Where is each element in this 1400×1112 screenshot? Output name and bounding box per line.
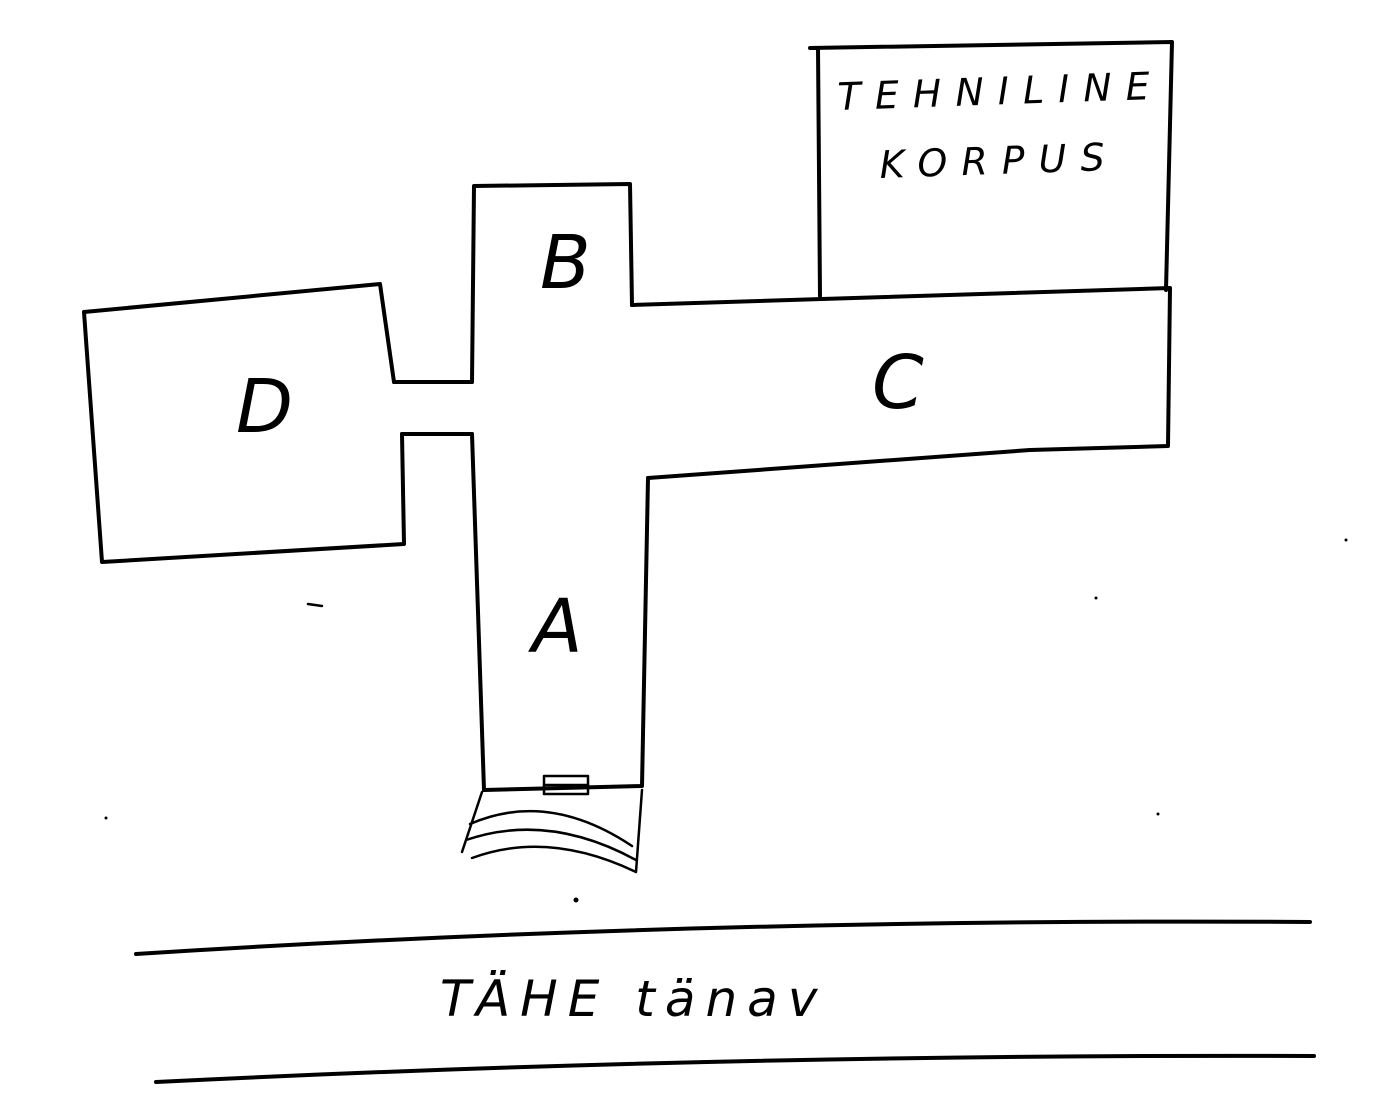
wing-c-label: C <box>872 340 924 426</box>
stray-dot <box>104 816 108 820</box>
stray-dot <box>573 897 579 903</box>
wing-b-outline <box>470 182 634 384</box>
wing-a-label: A <box>528 584 583 670</box>
technical-building-label-line1: TEHNILINE <box>837 64 1165 119</box>
wing-d-label: D <box>236 364 293 450</box>
stray-dot <box>1156 812 1160 816</box>
stray-mark <box>306 602 324 608</box>
street-label: TÄHE tänav <box>440 970 827 1028</box>
wing-a-outline <box>470 432 650 792</box>
wing-c-outline <box>630 286 1172 480</box>
wing-d-outline <box>82 282 406 564</box>
wing-b-label: B <box>540 220 591 306</box>
stray-dot <box>1094 596 1098 600</box>
technical-building-outline <box>808 40 1174 298</box>
street-lower-edge <box>154 1053 1316 1084</box>
connector-passage-outline <box>392 380 474 436</box>
technical-building-label-line2: KORPUS <box>879 135 1119 187</box>
street-upper-edge <box>134 919 1312 956</box>
entrance-steps <box>460 788 644 874</box>
stray-dot <box>1344 538 1348 542</box>
